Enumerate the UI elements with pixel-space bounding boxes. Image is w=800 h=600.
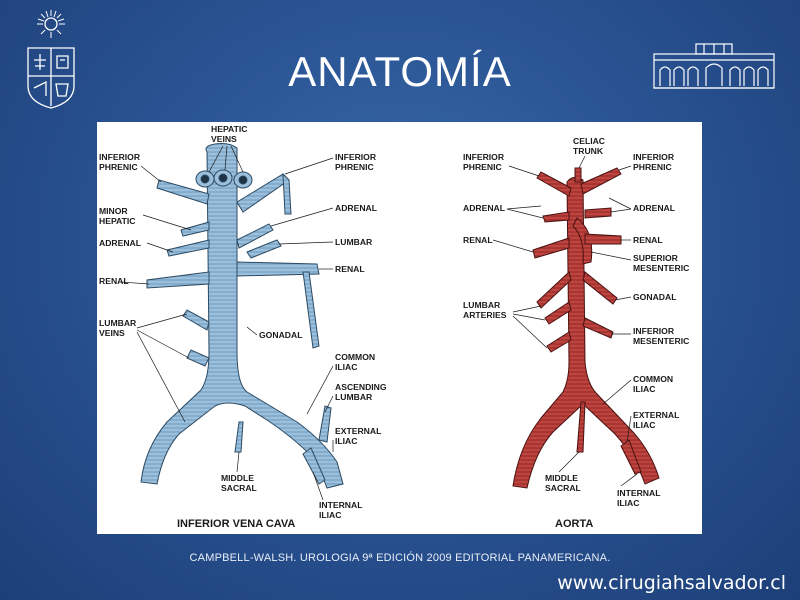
label-ivc-lumbar: LUMBAR <box>335 237 373 247</box>
label-ivc-adrenal-left: ADRENAL <box>99 238 141 248</box>
ivc-caption: INFERIOR VENA CAVA <box>177 518 295 530</box>
aorta-drawing <box>512 167 660 489</box>
citation-text: CAMPBELL-WALSH. UROLOGIA 9ª EDICIÓN 2009… <box>189 552 611 564</box>
label-ivc-gonadal: GONADAL <box>259 330 302 340</box>
label-aorta-adrenal-right: ADRENAL <box>633 203 675 213</box>
slide-title: ANATOMÍA <box>288 48 512 95</box>
label-ivc-renal-left: RENAL <box>99 276 129 286</box>
vena-cava-drawing <box>140 143 344 489</box>
label-aorta-adrenal-left: ADRENAL <box>463 203 505 213</box>
hospital-building-icon <box>653 43 775 89</box>
label-ivc-adrenal-right: ADRENAL <box>335 203 377 213</box>
label-aorta-renal-left: RENAL <box>463 235 493 245</box>
label-aorta-gonadal: GONADAL <box>633 292 676 302</box>
label-ivc-renal-right: RENAL <box>335 264 365 274</box>
university-crest-icon <box>27 10 75 109</box>
aorta-caption: AORTA <box>555 518 593 530</box>
label-aorta-renal-right: RENAL <box>633 235 663 245</box>
website-url: www.cirugiahsalvador.cl <box>557 572 786 594</box>
